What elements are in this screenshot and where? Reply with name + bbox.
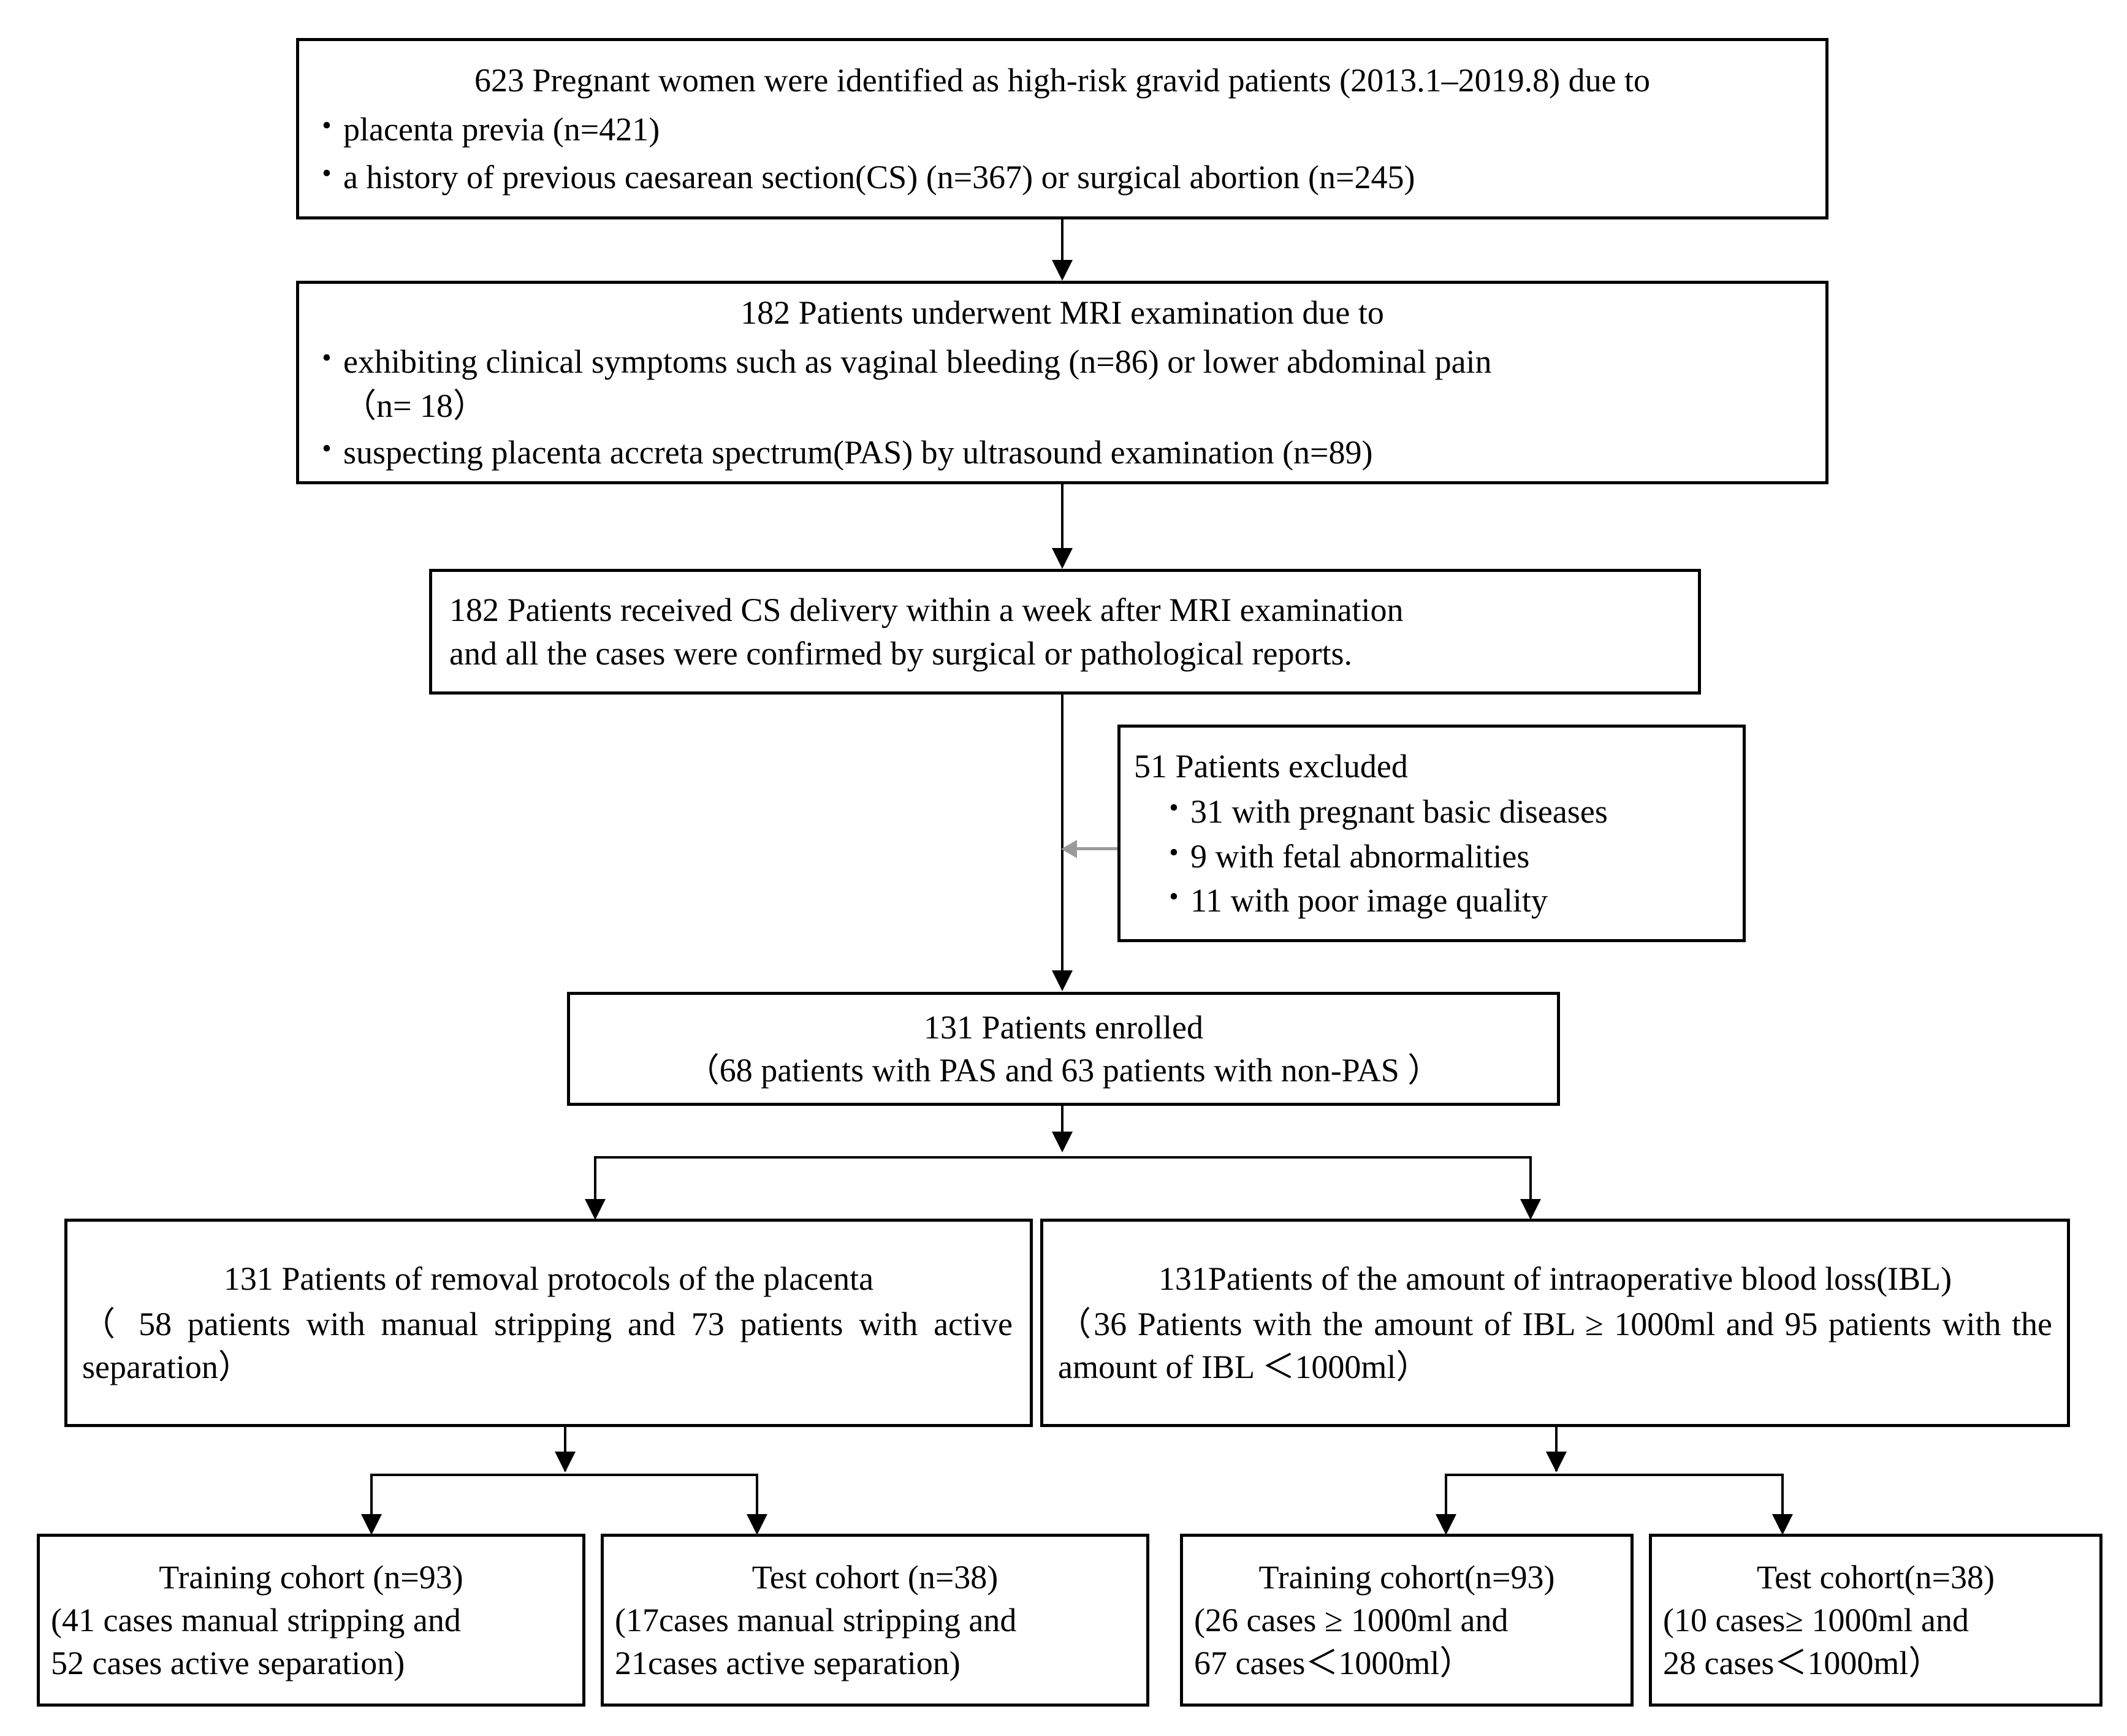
bullet-icon: •	[322, 342, 332, 373]
excluded-bullet-2: • 9 with fetal abnormalities	[1121, 834, 1743, 878]
connector-excluded-to-trunk	[1077, 847, 1117, 850]
bullet-icon: •	[1169, 837, 1179, 867]
bullet-icon: •	[322, 158, 332, 189]
arrowhead-icon	[1052, 970, 1073, 991]
ibl-training-line-3: 67 cases＜1000ml）	[1194, 1645, 1473, 1682]
removal-protocols-box: 131 Patients of removal protocols of the…	[64, 1219, 1033, 1427]
identified-bullet-2: • a history of previous caesarean sectio…	[299, 151, 1825, 199]
arrowhead-icon	[1052, 260, 1073, 281]
cs-delivery-box: 182 Patients received CS delivery within…	[429, 569, 1701, 695]
ibl-test-line-1: Test cohort(n=38)	[1756, 1558, 1995, 1596]
blood-loss-line-2: （36 Patients with the amount of IBL ≥ 10…	[1058, 1305, 2052, 1386]
arrowhead-icon	[1436, 1514, 1456, 1535]
enrolled-line-2: （68 patients with PAS and 63 patients wi…	[686, 1052, 1441, 1089]
removal-training-line-2: (41 cases manual stripping and	[51, 1601, 461, 1639]
cs-delivery-line-1: 182 Patients received CS delivery within…	[449, 592, 1404, 629]
mri-examination-box: 182 Patients underwent MRI examination d…	[296, 281, 1828, 484]
removal-test-cohort-box: Test cohort (n=38) (17cases manual strip…	[601, 1534, 1149, 1707]
ibl-test-line-2: (10 cases≥ 1000ml and	[1663, 1601, 1969, 1639]
arrowhead-left-icon	[1061, 840, 1077, 858]
mri-bullet-2-text: suspecting placenta accreta spectrum(PAS…	[343, 434, 1373, 471]
bullet-icon: •	[322, 433, 332, 464]
ibl-training-cohort-box: Training cohort(n=93) (26 cases ≥ 1000ml…	[1180, 1534, 1634, 1707]
mri-bullet-1: • exhibiting clinical symptoms such as v…	[299, 338, 1825, 383]
arrowhead-icon	[747, 1514, 767, 1535]
enrolled-patients-box: 131 Patients enrolled （68 patients with …	[567, 992, 1560, 1106]
ibl-test-cohort-box: Test cohort(n=38) (10 cases≥ 1000ml and …	[1649, 1534, 2102, 1707]
bullet-icon: •	[1169, 793, 1179, 823]
identified-cohort-box: 623 Pregnant women were identified as hi…	[296, 38, 1828, 219]
excluded-bullet-2-text: 9 with fetal abnormalities	[1190, 837, 1530, 875]
excluded-bullet-1: • 31 with pregnant basic diseases	[1121, 789, 1743, 833]
removal-protocols-line-1: 131 Patients of removal protocols of the…	[223, 1260, 874, 1297]
arrowhead-icon	[1520, 1199, 1541, 1220]
fork-branch-ibl-test	[1781, 1474, 1784, 1532]
arrowhead-icon	[1772, 1514, 1793, 1535]
connector-mri-to-delivery	[1061, 484, 1064, 552]
cs-delivery-line-2: and all the cases were confirmed by surg…	[449, 634, 1352, 672]
removal-protocols-line-2: （ 58 patients with manual stripping and …	[82, 1305, 1013, 1386]
arrowhead-icon	[1052, 1132, 1073, 1152]
identified-bullet-2-text: a history of previous caesarean section(…	[343, 159, 1415, 196]
identified-bullet-1: • placenta previa (n=421)	[299, 105, 1825, 151]
blood-loss-box: 131Patients of the amount of intraoperat…	[1040, 1219, 2070, 1427]
ibl-training-line-1: Training cohort(n=93)	[1258, 1558, 1555, 1596]
excluded-heading: 51 Patients excluded	[1134, 748, 1408, 785]
connector-ibl-stem	[1555, 1427, 1558, 1471]
excluded-bullet-3-text: 11 with poor image quality	[1190, 881, 1548, 919]
fork-bar-ibl	[1445, 1474, 1784, 1476]
fork-branch-ibl-training	[1445, 1474, 1447, 1532]
fork-branch-removal-test	[756, 1474, 758, 1532]
excluded-bullet-1-text: 31 with pregnant basic diseases	[1190, 793, 1608, 831]
arrowhead-icon	[585, 1199, 606, 1220]
enrolled-line-1: 131 Patients enrolled	[924, 1008, 1203, 1046]
arrowhead-icon	[1052, 548, 1073, 569]
connector-enrolled-stem	[1061, 1106, 1064, 1150]
arrowhead-icon	[361, 1514, 382, 1535]
blood-loss-line-1: 131Patients of the amount of intraoperat…	[1158, 1260, 1952, 1297]
ibl-training-line-2: (26 cases ≥ 1000ml and	[1194, 1601, 1509, 1639]
mri-bullet-1-text: exhibiting clinical symptoms such as vag…	[343, 343, 1492, 380]
ibl-test-line-3: 28 cases＜1000ml）	[1663, 1645, 1942, 1682]
arrowhead-icon	[1546, 1452, 1567, 1472]
connector-delivery-to-enrolled	[1061, 695, 1064, 978]
fork-branch-right-ibl	[1529, 1156, 1532, 1217]
removal-test-line-2: (17cases manual stripping and	[615, 1601, 1017, 1639]
removal-test-line-3: 21cases active separation)	[615, 1645, 961, 1682]
excluded-patients-box: 51 Patients excluded • 31 with pregnant …	[1117, 725, 1746, 942]
removal-training-line-3: 52 cases active separation)	[51, 1645, 405, 1682]
bullet-icon: •	[1169, 881, 1179, 912]
mri-heading: 182 Patients underwent MRI examination d…	[740, 294, 1384, 331]
fork-bar-enrolled	[594, 1156, 1532, 1159]
mri-bullet-1-continuation: （n= 18）	[343, 387, 486, 424]
connector-identified-to-mri	[1061, 219, 1064, 264]
arrowhead-icon	[555, 1452, 576, 1472]
removal-training-line-1: Training cohort (n=93)	[159, 1558, 463, 1596]
fork-branch-left-removal	[594, 1156, 596, 1217]
identified-bullet-1-text: placenta previa (n=421)	[343, 110, 660, 148]
removal-training-cohort-box: Training cohort (n=93) (41 cases manual …	[37, 1534, 585, 1707]
mri-bullet-2: • suspecting placenta accreta spectrum(P…	[299, 427, 1825, 474]
excluded-bullet-3: • 11 with poor image quality	[1121, 878, 1743, 922]
connector-removal-stem	[564, 1427, 566, 1471]
fork-bar-removal	[370, 1474, 758, 1476]
bullet-icon: •	[322, 110, 332, 140]
fork-branch-removal-training	[370, 1474, 373, 1532]
identified-heading: 623 Pregnant women were identified as hi…	[474, 61, 1651, 99]
removal-test-line-1: Test cohort (n=38)	[751, 1558, 999, 1596]
